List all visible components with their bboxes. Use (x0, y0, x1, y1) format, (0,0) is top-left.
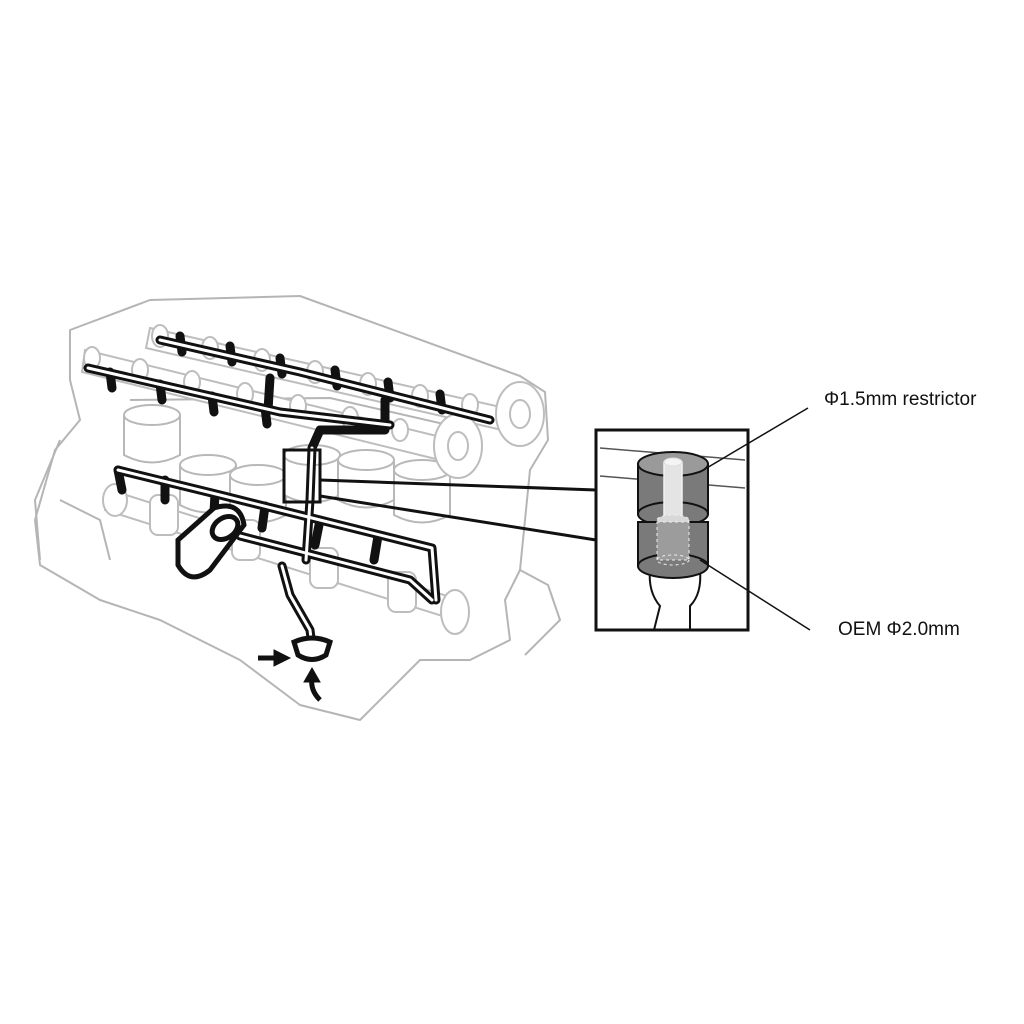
arrow-right-icon (258, 649, 292, 667)
pistons (123, 404, 451, 524)
piston-1 (123, 404, 181, 464)
restrictor-label: Φ1.5mm restrictor (824, 389, 977, 410)
detail-inset (594, 428, 750, 632)
zoom-lines (319, 478, 597, 542)
oil-pickup (290, 635, 334, 662)
oil-flow-arrows (258, 649, 322, 702)
arrow-up-icon (303, 666, 322, 702)
leader-oem (699, 559, 811, 631)
callout-leaders (699, 407, 811, 631)
oem-label: OEM Φ2.0mm (838, 619, 960, 640)
oil-filter (175, 503, 247, 580)
restrictor-plug (637, 451, 709, 579)
restrictor-location-marker (282, 448, 322, 504)
leader-restrictor (699, 407, 809, 473)
